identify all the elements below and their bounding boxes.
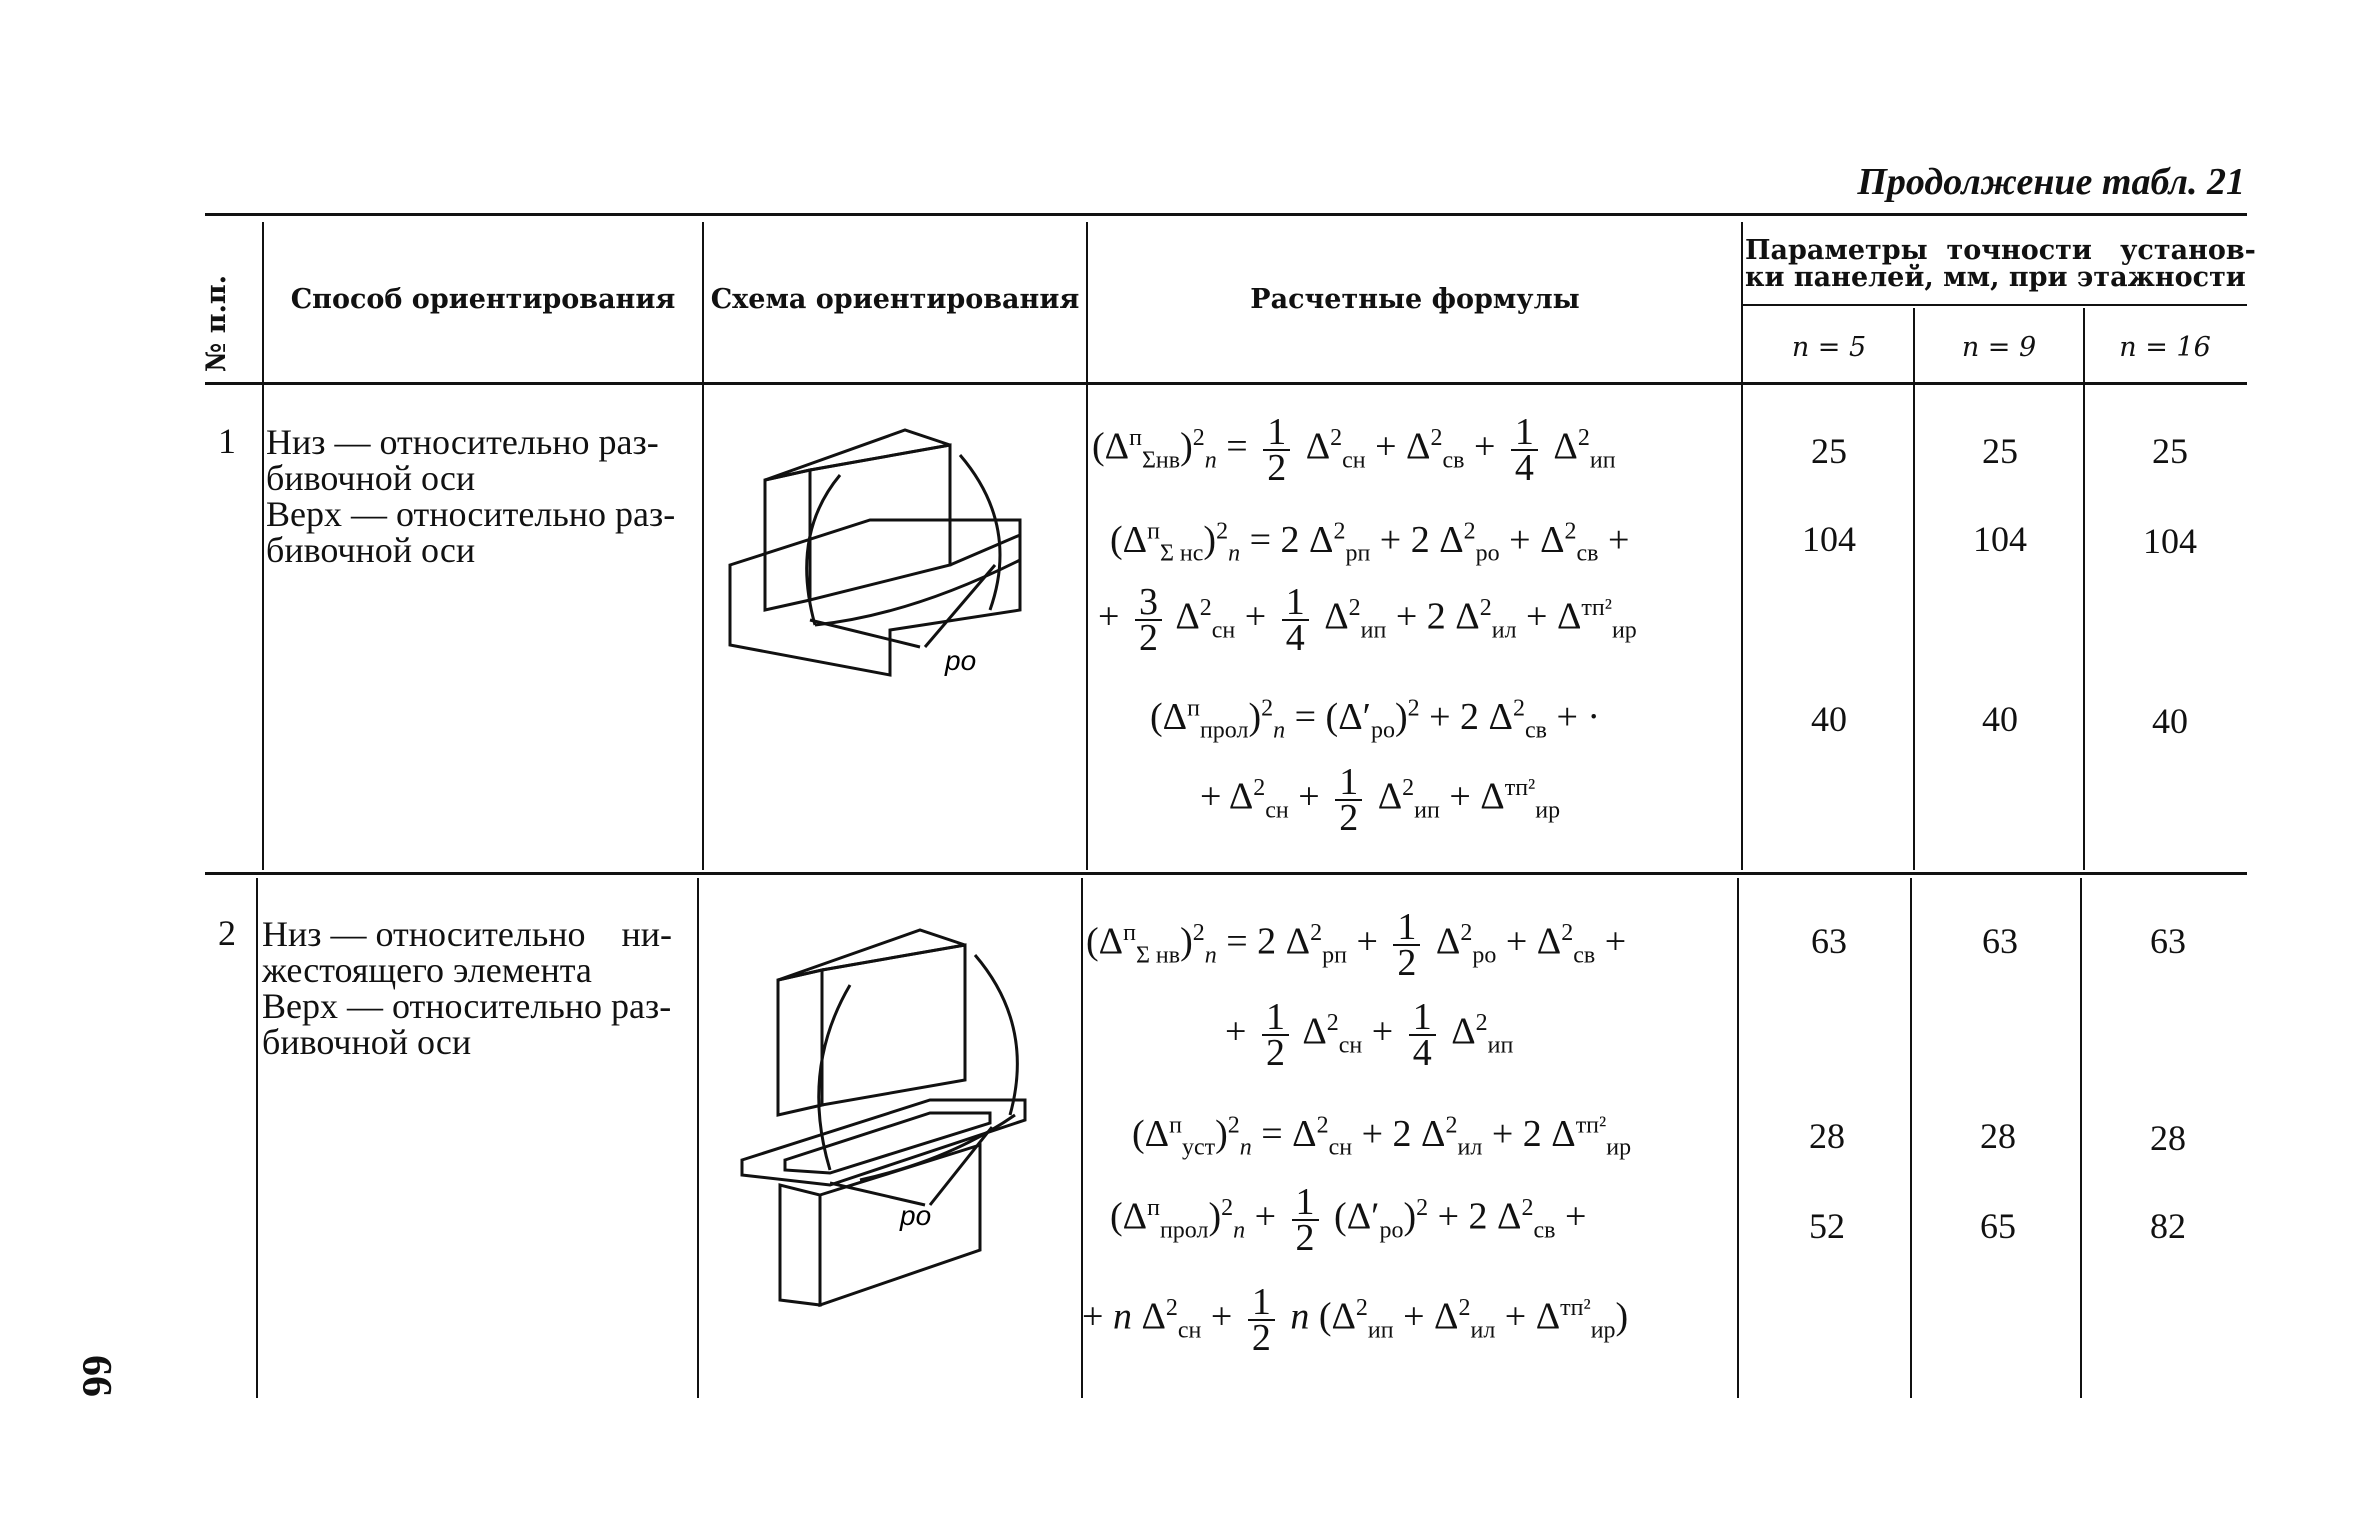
value-r2-l2-n9: 28 bbox=[1980, 1116, 2016, 1156]
value-r1-l1-n5: 25 bbox=[1811, 431, 1847, 471]
value-r1-l2-n9: 104 bbox=[1973, 519, 2027, 559]
formula-2c: (Δпуст)2n = Δ2сн + 2 Δ2ил + 2 Δтп²ир bbox=[1132, 1112, 1632, 1161]
row-1-method-line: бивочной оси bbox=[266, 458, 476, 498]
value-r2-l2-n16: 28 bbox=[2150, 1118, 2186, 1158]
value-r1-l2-n16: 104 bbox=[2143, 521, 2197, 561]
table-caption: Продолжение табл. 21 bbox=[1857, 161, 2245, 203]
row-1-scheme-drawing: ро bbox=[728, 428, 1022, 677]
row-2-method-line: жестоящего элемента bbox=[262, 950, 592, 990]
row-1-method: Низ — относительно раз- бивочной оси Вер… bbox=[266, 424, 675, 568]
row-2-number: 2 bbox=[218, 913, 236, 953]
header-params-1: Параметры точности установ- bbox=[1745, 235, 2256, 266]
value-r1-l1-n9: 25 bbox=[1982, 431, 2018, 471]
row-2-ro-label: ро bbox=[899, 1200, 931, 1231]
header-n5: n = 5 bbox=[1791, 332, 1867, 363]
value-r2-l3-n5: 52 bbox=[1809, 1206, 1845, 1246]
value-r2-l3-n9: 65 bbox=[1980, 1206, 2016, 1246]
header-n16: n = 16 bbox=[2119, 332, 2211, 363]
header-scheme: Схема ориентирования bbox=[710, 284, 1080, 315]
value-r1-l1-n16: 25 bbox=[2152, 431, 2188, 471]
value-r1-l3-n5: 40 bbox=[1811, 699, 1847, 739]
value-r2-l2-n5: 28 bbox=[1809, 1116, 1845, 1156]
value-r1-l3-n16: 40 bbox=[2152, 701, 2188, 741]
row-2-method-line: бивочной оси bbox=[262, 1022, 472, 1062]
value-r2-l3-n16: 82 bbox=[2150, 1206, 2186, 1246]
formula-1d: (Δппрол)2n = (Δ′ро)2 + 2 Δ2св + · bbox=[1150, 695, 1601, 744]
row-1-method-line: Низ — относительно раз- bbox=[266, 422, 659, 462]
row-1-number: 1 bbox=[218, 421, 236, 461]
header-params-2: ки панелей, мм, при этажности bbox=[1745, 262, 2246, 293]
value-r2-l1-n9: 63 bbox=[1982, 921, 2018, 961]
row-2-method-line: Верх — относительно раз- bbox=[262, 986, 672, 1026]
header-n9: n = 9 bbox=[1961, 332, 2037, 363]
header-method: Способ ориентирования bbox=[290, 284, 676, 315]
row-2-method: Низ — относительно ни- жестоящего элемен… bbox=[262, 916, 672, 1060]
header-formulas: Расчетные формулы bbox=[1250, 284, 1580, 315]
formula-1b: (ΔпΣ нс)2n = 2 Δ2рп + 2 Δ2ро + Δ2св + bbox=[1110, 518, 1630, 567]
value-r2-l1-n5: 63 bbox=[1811, 921, 1847, 961]
row-1-method-line: бивочной оси bbox=[266, 530, 476, 570]
header-num: № п.п. bbox=[201, 274, 232, 372]
row-2-method-line: Низ — относительно ни- bbox=[262, 914, 673, 954]
row-1-method-line: Верх — относительно раз- bbox=[266, 494, 676, 534]
row-2-scheme-drawing: ро bbox=[740, 928, 1027, 1308]
value-r1-l3-n9: 40 bbox=[1982, 699, 2018, 739]
value-r1-l2-n5: 104 bbox=[1802, 519, 1856, 559]
page-number: 66 bbox=[73, 1355, 119, 1397]
value-r2-l1-n16: 63 bbox=[2150, 921, 2186, 961]
row-1-ro-label: ро bbox=[944, 645, 976, 676]
